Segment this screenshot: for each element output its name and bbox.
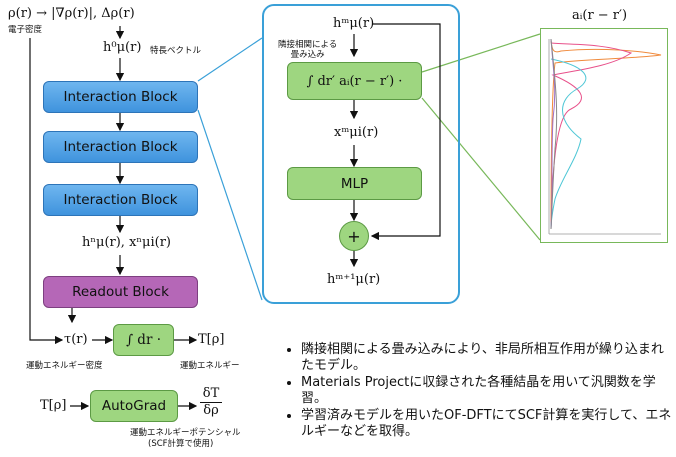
h-m-plus-1-output: hᵐ⁺¹μ(r)	[327, 272, 381, 287]
potential-caption-2: (SCF計算で使用)	[148, 439, 214, 449]
derivative-numerator: δT	[202, 386, 220, 401]
tau-caption: 運動エネルギー密度	[26, 361, 103, 371]
kernel-curves	[548, 38, 662, 235]
feature-caption: 特長ベクトル	[150, 46, 202, 56]
kernel-plot	[540, 28, 668, 243]
h0-feature: h⁰μ(r)	[103, 40, 142, 55]
kernel-plot-title: aᵢ(r − r′)	[572, 8, 628, 23]
conv-caption: 隣接相関による 畳み込み	[278, 40, 337, 60]
interaction-block-2[interactable]: Interaction Block	[43, 131, 198, 163]
tau-density: τ(r)	[64, 332, 88, 347]
integral-block[interactable]: ∫ dr ·	[113, 324, 174, 356]
conv-caption-line-1: 隣接相関による	[278, 40, 338, 50]
T-caption: 運動エネルギー	[180, 361, 240, 371]
rho-caption: 電子密度	[8, 25, 43, 35]
summary-bullets: 隣接相関による畳み込みにより、非局所相互作用が繰り込まれたモデル。 Materi…	[283, 342, 675, 441]
bullet-2: Materials Projectに収録された各種結晶を用いて汎関数を学習。	[301, 375, 675, 407]
readout-block[interactable]: Readout Block	[43, 276, 198, 308]
interaction-block-1[interactable]: Interaction Block	[43, 81, 198, 113]
derivative-denominator: δρ	[200, 402, 222, 418]
hn-xn-output: hⁿμ(r), xⁿμi(r)	[82, 235, 171, 250]
bullet-3: 学習済みモデルを用いたOF-DFTにてSCF計算を実行して、エネルギーなどを取得…	[301, 408, 675, 440]
conv-caption-line-2: 畳み込み	[290, 50, 325, 60]
h-m-input: hᵐμ(r)	[333, 16, 375, 31]
kinetic-energy-T: T[ρ]	[198, 332, 225, 347]
convolution-block[interactable]: ∫ dr′ aᵢ(r − r′) ·	[287, 62, 422, 100]
autograd-block[interactable]: AutoGrad	[90, 390, 178, 422]
bullet-1: 隣接相関による畳み込みにより、非局所相互作用が繰り込まれたモデル。	[301, 342, 675, 374]
functional-derivative: δT δρ	[200, 386, 222, 418]
rho-expression: ρ(r) → |∇ρ(r)|, Δρ(r)	[8, 6, 135, 21]
interaction-block-3[interactable]: Interaction Block	[43, 184, 198, 216]
potential-caption-1: 運動エネルギーポテンシャル	[130, 428, 241, 438]
x-m-output: xᵐμi(r)	[334, 125, 379, 140]
mlp-block[interactable]: MLP	[287, 167, 422, 200]
residual-add-node: +	[339, 221, 369, 251]
autograd-input: T[ρ]	[40, 398, 67, 413]
interaction-detail-panel	[262, 4, 460, 304]
